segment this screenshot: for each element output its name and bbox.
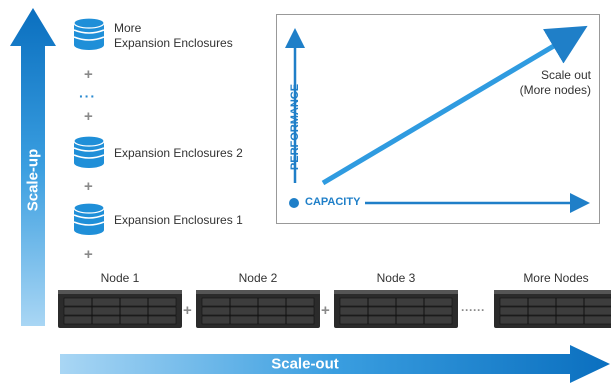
scale-out-line xyxy=(321,25,588,186)
enclosure-2-label: Expansion Enclosures 2 xyxy=(114,146,243,160)
scale-up-label: Scale-up xyxy=(24,148,42,212)
plus-icon: + xyxy=(183,302,192,319)
scaling-chart-drawing xyxy=(285,25,590,213)
plus-icon: + xyxy=(84,246,93,263)
plus-icon: + xyxy=(84,66,93,83)
plus-icon: + xyxy=(84,178,93,195)
y-axis-label: PERFORMANCE xyxy=(289,83,301,171)
ellipsis-icon: ··· xyxy=(79,88,96,104)
enclosure-more-label-line1: More xyxy=(114,21,142,35)
scaling-chart: PERFORMANCE CAPACITY Scale out (More nod… xyxy=(276,14,600,224)
database-icon xyxy=(73,202,105,235)
x-axis-label: CAPACITY xyxy=(305,196,361,208)
origin-dot xyxy=(289,198,299,208)
scale-up-arrow xyxy=(10,8,56,326)
scale-out-annotation-line2: (More nodes) xyxy=(519,83,591,97)
enclosure-1-label: Expansion Enclosures 1 xyxy=(114,213,243,227)
ellipsis-icon: ······ xyxy=(461,303,485,317)
database-icon xyxy=(73,17,105,50)
server-node-icon xyxy=(334,290,458,328)
node-2-label: Node 2 xyxy=(238,271,278,285)
server-node-icon xyxy=(494,290,611,328)
node-more-label: More Nodes xyxy=(523,271,589,285)
database-icon xyxy=(73,135,105,168)
plus-icon: + xyxy=(84,108,93,125)
node-1-label: Node 1 xyxy=(100,271,140,285)
enclosure-more-label-line2: Expansion Enclosures xyxy=(114,36,233,50)
scale-out-annotation-line1: Scale out xyxy=(540,68,591,82)
node-3-label: Node 3 xyxy=(376,271,416,285)
plus-icon: + xyxy=(321,302,330,319)
server-node-icon xyxy=(58,290,182,328)
scale-out-label: Scale-out xyxy=(271,355,339,373)
server-node-icon xyxy=(196,290,320,328)
scale-out-arrow xyxy=(60,345,610,383)
